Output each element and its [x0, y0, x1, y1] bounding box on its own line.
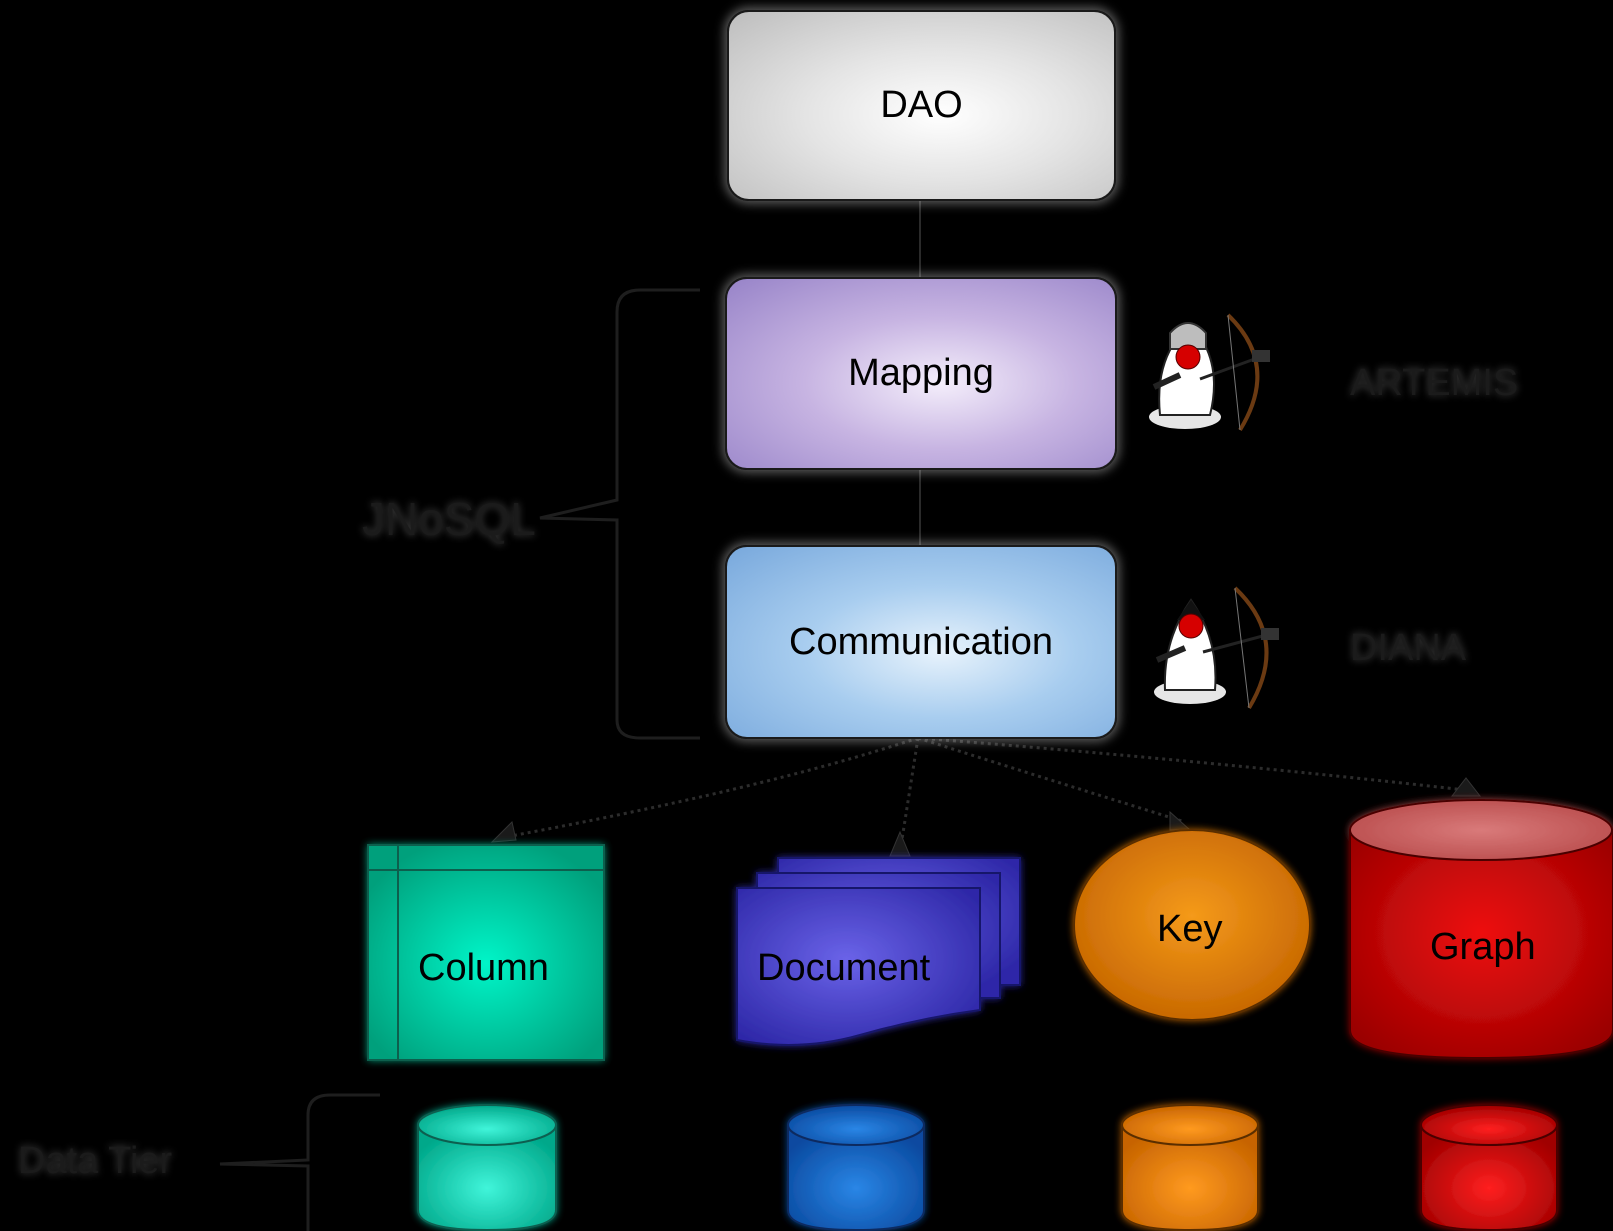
duke-archer-icon — [1154, 586, 1279, 710]
jnosql-label: JNoSQL — [362, 493, 536, 545]
key-store-shape — [1073, 829, 1311, 1021]
jnosql-bracket — [539, 288, 700, 740]
db-cylinder-column — [417, 1104, 557, 1231]
dao-label: DAO — [880, 84, 963, 126]
graph-store-label: Graph — [1430, 926, 1536, 968]
store-connectors — [499, 736, 1466, 853]
key-store-label: Key — [1157, 908, 1223, 950]
column-store-label: Column — [418, 947, 549, 989]
graph-store-shape — [1349, 799, 1613, 1060]
mapping-label: Mapping — [848, 352, 994, 394]
column-store-shape — [367, 844, 605, 1061]
db-cylinder-graph — [1420, 1104, 1558, 1231]
store-arrowheads — [490, 777, 1482, 857]
communication-box: Communication — [725, 545, 1117, 739]
communication-label: Communication — [789, 620, 1053, 663]
diana-label: DIANA — [1350, 627, 1467, 669]
data-tier-label: Data Tier — [18, 1140, 173, 1182]
mapping-box: Mapping — [725, 277, 1117, 470]
artemis-label: ARTEMIS — [1350, 362, 1519, 404]
data-tier-bracket — [219, 1093, 380, 1231]
document-store-shape — [736, 857, 1021, 1046]
duke-archer-helmet-icon — [1149, 313, 1270, 432]
db-cylinder-document — [787, 1104, 925, 1231]
db-cylinder-key — [1121, 1104, 1259, 1231]
document-store-label: Document — [757, 947, 931, 989]
dao-box: DAO — [727, 10, 1116, 201]
